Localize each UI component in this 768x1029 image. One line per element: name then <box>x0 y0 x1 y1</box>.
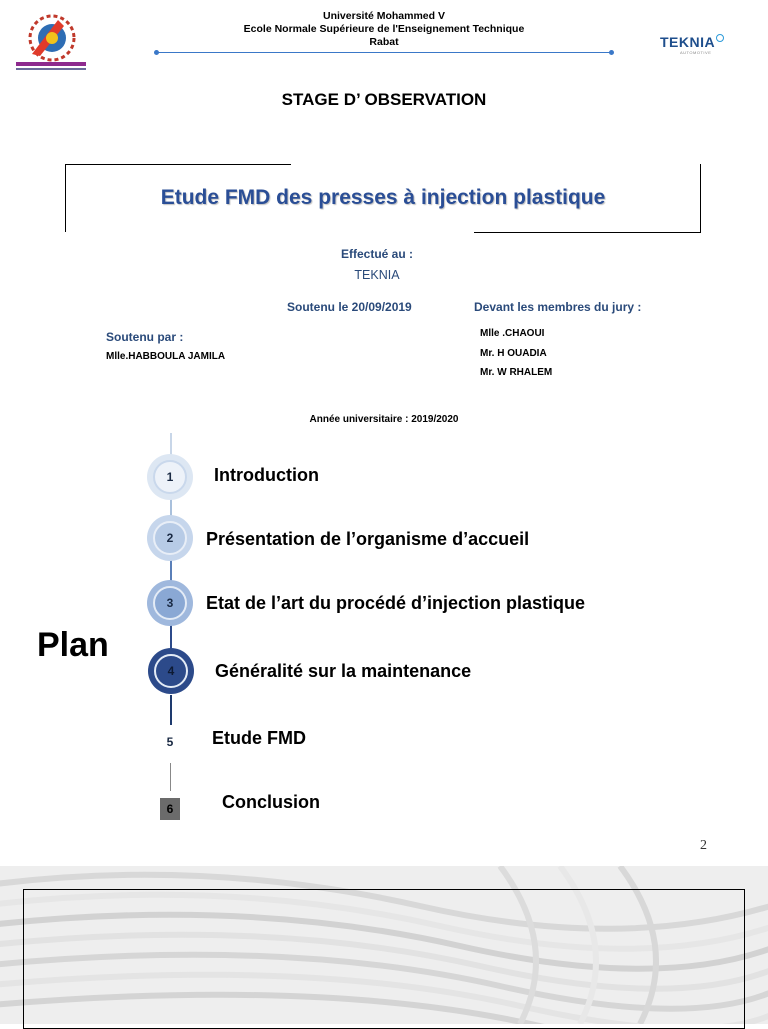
jury-member: Mr. H OUADIA <box>480 348 547 359</box>
timeline-line <box>170 624 172 652</box>
effectue-value: TEKNIA <box>354 268 400 282</box>
plan-item-5: Etude FMD <box>212 728 306 748</box>
jury-member: Mlle .CHAOUI <box>480 328 545 339</box>
defense-date: Soutenu le 20/09/2019 <box>287 300 412 314</box>
report-title: Etude FMD des presses à injection plasti… <box>160 186 606 209</box>
plan-item-3: Etat de l’art du procédé d’injection pla… <box>206 593 586 613</box>
plan-number-4: 4 <box>154 654 188 688</box>
timeline-line <box>170 763 171 791</box>
plan-title: Plan <box>37 626 109 664</box>
timeline-line <box>170 433 172 455</box>
plan-number-1: 1 <box>153 460 187 494</box>
jury-label: Devant les membres du jury : <box>474 300 642 314</box>
university-name: Université Mohammed V <box>323 10 445 22</box>
header-rule <box>154 50 614 55</box>
plan-item-2: Présentation de l’organisme d’accueil <box>206 529 530 549</box>
timeline-line <box>170 558 172 584</box>
frame-line-top <box>65 164 291 165</box>
plan-item-6: Conclusion <box>222 792 320 812</box>
ens-logo <box>12 8 90 74</box>
jury-member: Mr. W RHALEM <box>480 367 553 378</box>
bottom-frame <box>23 889 745 1029</box>
academic-year: Année universitaire : 2019/2020 <box>309 414 459 425</box>
teknia-logo-sub: AUTOMOTIVE <box>680 50 712 55</box>
plan-number-2: 2 <box>153 521 187 555</box>
plan-item-1: Introduction <box>214 465 319 485</box>
plan-number-3: 3 <box>153 586 187 620</box>
presented-by-label: Soutenu par : <box>106 330 184 344</box>
stage-title: STAGE D’ OBSERVATION <box>281 90 487 109</box>
frame-line-bottom <box>474 232 701 233</box>
teknia-logo-word: TEKNIA <box>660 34 716 50</box>
timeline-line <box>170 497 172 517</box>
frame-line-right <box>700 164 701 232</box>
plan-item-4: Généralité sur la maintenance <box>215 661 472 681</box>
frame-line-left <box>65 164 66 232</box>
timeline-line <box>170 695 172 725</box>
decorative-wave-background <box>0 866 768 1024</box>
plan-number-6: 6 <box>160 798 180 820</box>
teknia-dot-icon <box>716 34 724 42</box>
city-name: Rabat <box>369 36 399 48</box>
effectue-label: Effectué au : <box>340 247 413 261</box>
school-name: Ecole Normale Supérieure de l'Enseigneme… <box>243 23 525 35</box>
university-header: Université Mohammed V Ecole Normale Supé… <box>150 10 618 49</box>
plan-number-5: 5 <box>160 732 180 752</box>
teknia-logo: TEKNIA AUTOMOTIVE <box>660 34 728 60</box>
candidate-name: Mlle.HABBOULA JAMILA <box>106 351 226 362</box>
page-number: 2 <box>700 838 707 853</box>
